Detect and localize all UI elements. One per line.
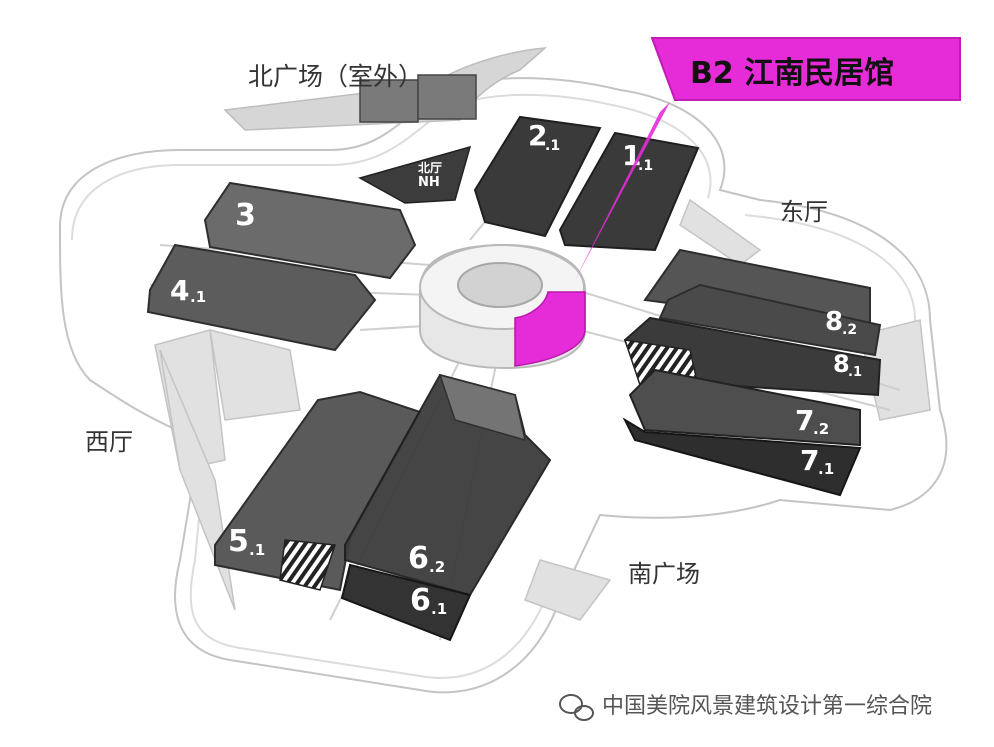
hall-6-1[interactable]: 6 .1 <box>340 563 472 642</box>
central-rotunda <box>419 243 586 370</box>
north-plaza: 北广场（室外） <box>223 47 548 131</box>
b2-highlight[interactable] <box>514 291 586 367</box>
watermark-text: 中国美院风景建筑设计第一综合院 <box>602 694 932 719</box>
south-plaza-label: 南广场 <box>628 560 700 588</box>
hall-5-1-number: 5 <box>228 524 249 559</box>
north-hall-label-top: 北厅 <box>418 160 442 175</box>
hall-1-1[interactable]: 1 .1 <box>558 131 700 252</box>
wechat-icon <box>559 694 594 721</box>
hall-3[interactable]: 3 <box>203 181 417 280</box>
b2-callout-label: B2 江南民居馆 <box>690 56 894 91</box>
hall-3-number: 3 <box>235 198 256 233</box>
hall-8-2[interactable]: 8 .2 <box>643 248 882 357</box>
hall-6-2-sub: .2 <box>429 558 445 576</box>
hall-7-1-number: 7 <box>800 444 819 477</box>
hall-2-1[interactable]: 2 .1 <box>473 115 602 238</box>
north-hall-label-bottom: NH <box>418 175 440 190</box>
hall-4-1-number: 4 <box>170 274 189 307</box>
hall-8-1-sub: .1 <box>848 365 862 380</box>
hall-6-1-sub: .1 <box>431 600 447 618</box>
hall-8-2-number: 8 <box>825 307 843 337</box>
hall-4-1-sub: .1 <box>190 288 206 306</box>
north-hall[interactable]: 北厅 NH <box>358 145 472 204</box>
hall-5-1-sub: .1 <box>249 541 265 559</box>
west-hall-label: 西厅 <box>85 428 133 456</box>
hall-8-1-number: 8 <box>833 350 850 378</box>
hall-7-2[interactable]: 7 .2 <box>628 368 861 447</box>
watermark: 中国美院风景建筑设计第一综合院 <box>559 694 932 721</box>
hall-4-1[interactable]: 4 .1 <box>146 243 377 352</box>
north-plaza-label: 北广场（室外） <box>248 62 423 91</box>
hall-8-2-sub: .2 <box>842 322 857 338</box>
hall-7-2-sub: .2 <box>813 420 829 438</box>
hall-6-1-number: 6 <box>410 583 431 618</box>
hall-7-1[interactable]: 7 .1 <box>622 417 862 497</box>
hall-6-2-number: 6 <box>408 541 429 576</box>
hall-1-1-sub: .1 <box>638 158 653 174</box>
hall-2-1-sub: .1 <box>545 138 560 154</box>
hall-7-1-sub: .1 <box>818 460 834 478</box>
hall-6-2[interactable]: 6 .2 <box>344 373 552 597</box>
east-hall-label: 东厅 <box>780 198 828 226</box>
b2-callout[interactable]: B2 江南民居馆 <box>575 37 961 280</box>
hall-7-2-number: 7 <box>795 404 814 437</box>
hall-2-1-number: 2 <box>528 119 547 152</box>
hall-5-1[interactable]: 5 .1 <box>214 390 422 592</box>
